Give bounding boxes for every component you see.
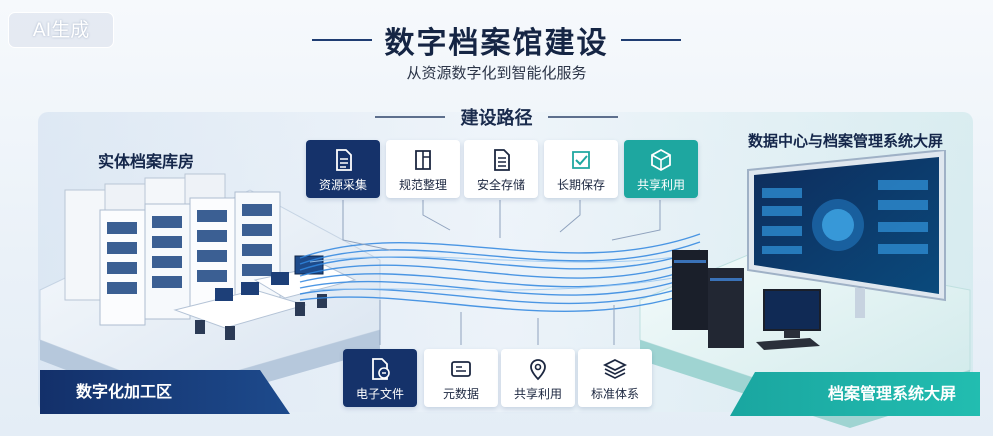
step-label: 电子文件 [355, 387, 404, 401]
step-label: 安全存储 [476, 178, 525, 192]
step-label: 共享利用 [513, 387, 562, 401]
step-card-electronic-file: 电子文件 [343, 349, 417, 407]
step-label: 规范整理 [398, 178, 447, 192]
path-rule-right [548, 116, 618, 118]
step-card-secure-storage: 安全存储 [464, 140, 538, 198]
step-label: 共享利用 [636, 178, 685, 192]
step-label: 标准体系 [590, 387, 639, 401]
step-card-shared-use: 共享利用 [624, 140, 698, 198]
big-screen [747, 150, 946, 318]
step-label: 元数据 [442, 387, 479, 401]
document-icon [336, 149, 352, 171]
cube-icon [651, 148, 671, 172]
left-zone-ribbon: 数字化加工区 [40, 370, 290, 414]
step-card-standard-organize: 规范整理 [386, 140, 460, 198]
step-label: 长期保存 [556, 178, 605, 192]
right-zone-ribbon: 档案管理系统大屏 [730, 372, 980, 416]
step-label: 资源采集 [318, 178, 367, 192]
right-zone-title: 数据中心与档案管理系统大屏 [748, 132, 944, 150]
data-center-illustration [672, 150, 946, 350]
page-title: 数字档案馆建设 [384, 26, 609, 61]
step-card-shared-use-2: 共享利用 [501, 349, 575, 407]
path-rule-left [375, 116, 445, 118]
page-subtitle: 从资源数字化到智能化服务 [406, 64, 587, 82]
step-card-metadata: 元数据 [424, 349, 498, 407]
step-card-long-term-preservation: 长期保存 [544, 140, 618, 198]
card-icon [451, 361, 471, 377]
title-rule-left [312, 39, 372, 41]
e-file-icon [372, 358, 390, 380]
servers [672, 250, 744, 348]
step-card-resource-collection: 资源采集 [306, 140, 380, 198]
path-title: 建设路径 [460, 108, 533, 129]
ai-generated-badge: AI生成 [8, 12, 114, 48]
step-card-standard-system: 标准体系 [578, 349, 652, 407]
left-zone-title: 实体档案库房 [98, 152, 195, 171]
workstation-monitor [756, 289, 821, 350]
layers-icon [602, 358, 628, 379]
folder-book-icon [415, 150, 431, 170]
title-rule-right [621, 39, 681, 41]
location-pin-icon [530, 359, 546, 381]
shield-check-icon [572, 151, 590, 169]
archive-storage-illustration [64, 173, 357, 340]
workstations [173, 255, 357, 340]
list-document-icon [494, 149, 510, 171]
archive-cabinets [64, 173, 281, 326]
